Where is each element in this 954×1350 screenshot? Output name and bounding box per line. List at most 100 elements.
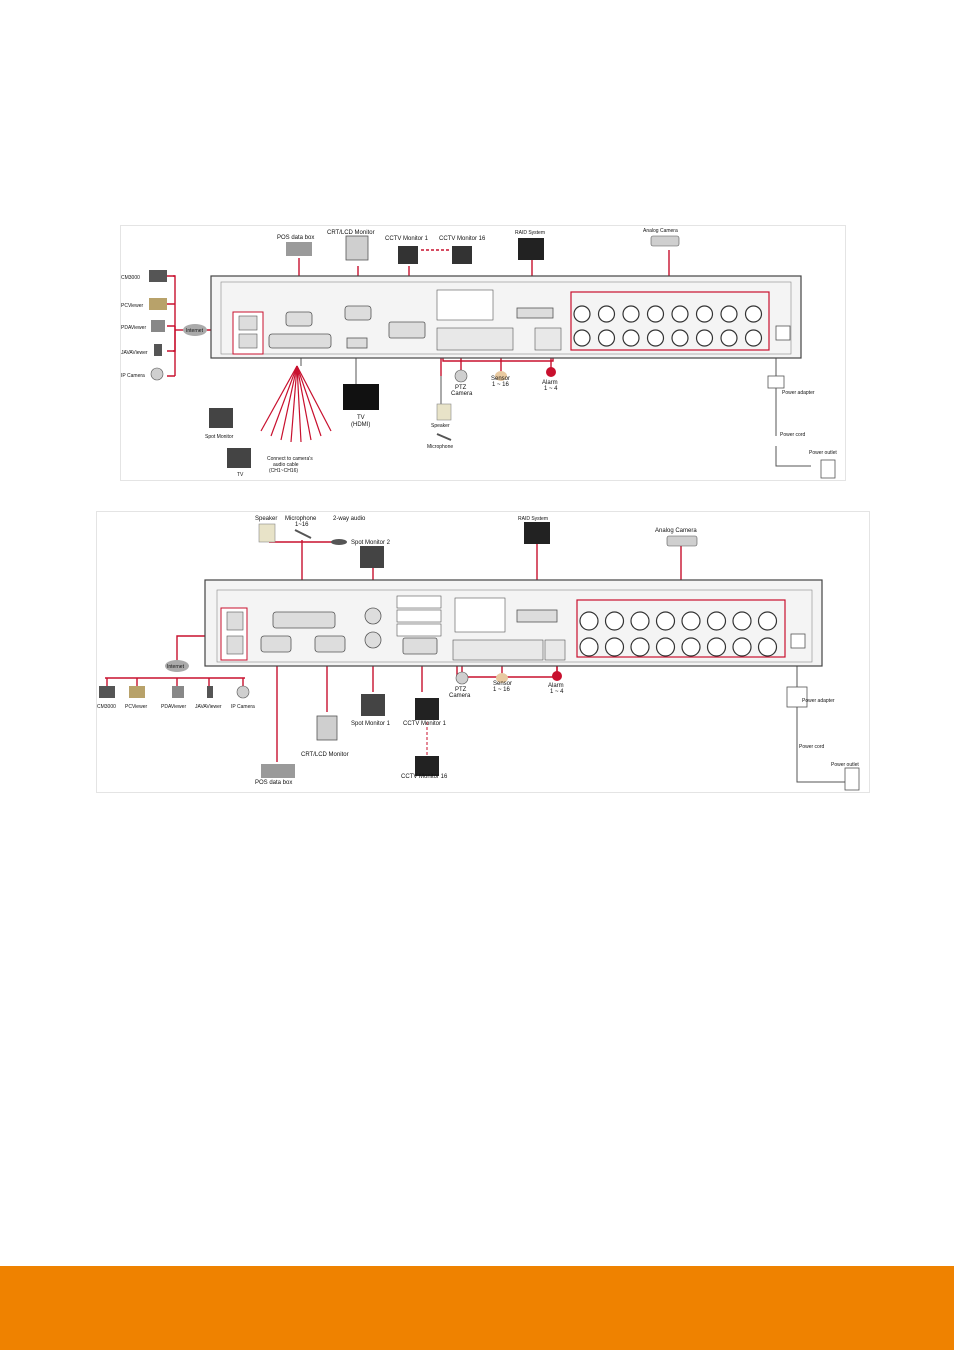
diagram-1-canvas: POS data box CRT/LCD Monitor CCTV Monito… — [121, 228, 837, 479]
spot-monitor-2-icon — [360, 546, 384, 568]
bnc-connector — [695, 329, 714, 347]
alarm-label: Alarm — [548, 683, 564, 689]
tv-label: TV — [357, 415, 365, 421]
cctv-monitor-16-icon — [452, 246, 472, 264]
internet-cloud-icon — [183, 324, 207, 336]
bnc-connector — [579, 611, 599, 631]
bnc-connector — [655, 611, 676, 631]
audio-note-2: audio cable — [273, 462, 299, 468]
pdaviewer-icon — [151, 320, 165, 332]
tv-device-label: TV — [237, 472, 244, 478]
dvr-rear-panel — [204, 579, 823, 667]
bnc-connector — [720, 329, 738, 347]
sensor-label: Sensor — [491, 376, 510, 382]
power-outlet-icon — [844, 767, 860, 791]
two-way-audio-label: 2-way audio — [333, 516, 366, 522]
pcviewer-label: PCViewer — [121, 303, 143, 309]
pos-data-box-label: POS data box — [277, 235, 314, 241]
javaviewer-icon — [207, 686, 213, 698]
bnc-connector — [671, 305, 689, 323]
power-adapter-icon — [786, 686, 808, 708]
bnc-connector — [732, 611, 752, 631]
bnc-connector — [720, 305, 738, 323]
sensor-range-label: 1 ~ 16 — [493, 687, 511, 693]
power-outlet-icon — [820, 459, 836, 479]
internet-label: Internet — [186, 328, 204, 334]
bnc-connector — [646, 305, 665, 323]
bnc-connector — [744, 329, 763, 347]
analog-camera-icon — [650, 235, 680, 247]
cctv-monitor-1-icon — [398, 246, 418, 264]
sensor-range-label: 1 ~ 16 — [492, 382, 510, 388]
speaker-icon — [258, 523, 276, 543]
ptz-camera-label: Camera — [449, 693, 471, 699]
cctv-monitor-16-icon — [415, 756, 439, 776]
bnc-connector — [573, 305, 591, 323]
microphone-icon — [436, 433, 452, 441]
javaviewer-label: JAVAViewer — [195, 704, 222, 710]
cm3000-label: CM3000 — [121, 275, 140, 281]
bnc-connector — [622, 329, 640, 347]
internet-label: Internet — [167, 664, 185, 670]
bnc-connector — [706, 637, 727, 657]
crt-monitor-icon — [316, 715, 338, 741]
raid-system-label: RAID System — [518, 516, 548, 522]
pos-data-box-label: POS data box — [255, 780, 292, 786]
power-outlet-label: Power outlet — [831, 762, 859, 768]
pcviewer-icon — [149, 298, 167, 310]
alarm-icon — [552, 671, 562, 681]
bnc-connector — [630, 637, 650, 657]
bnc-connector — [757, 611, 778, 631]
javaviewer-label: JAVAViewer — [121, 350, 148, 356]
cm3000-icon — [99, 686, 115, 698]
spot-monitor-label: Spot Monitor — [205, 434, 234, 440]
hdmi-label: (HDMI) — [351, 422, 370, 428]
power-adapter-label: Power adapter — [802, 698, 835, 704]
ip-camera-icon — [150, 367, 164, 381]
bnc-connector — [622, 305, 640, 323]
bnc-connector — [695, 305, 714, 323]
power-adapter-icon — [767, 375, 785, 389]
analog-camera-label: Analog Camera — [655, 528, 697, 534]
power-cord-label: Power cord — [799, 744, 825, 750]
pdaviewer-label: PDAViewer — [121, 325, 146, 331]
pos-box-icon — [261, 764, 295, 778]
ptz-label: PTZ — [455, 385, 467, 391]
labels: Speaker Microphone 1~16 2-way audio Spot… — [97, 516, 859, 786]
spot-monitor-1-label: Spot Monitor 1 — [351, 721, 391, 727]
microphone-label: Microphone — [285, 516, 317, 522]
tv-hdmi-icon — [343, 384, 379, 410]
pdaviewer-icon — [172, 686, 184, 698]
bnc-connector — [732, 637, 752, 657]
bnc-connector — [655, 637, 676, 657]
ptz-camera-icon — [455, 671, 469, 685]
cctv-monitor-16-label: CCTV Monitor 16 — [401, 774, 448, 780]
bnc-connector — [597, 329, 616, 347]
bnc-connector — [630, 611, 650, 631]
bnc-connector — [604, 611, 625, 631]
microphone-range-label: 1~16 — [295, 522, 309, 528]
spot-monitor-icon — [209, 408, 233, 428]
power-outlet-label: Power outlet — [809, 450, 837, 456]
bnc-connector — [706, 611, 727, 631]
cctv-monitor-1-label: CCTV Monitor 1 — [403, 721, 447, 727]
bnc-connector — [646, 329, 665, 347]
javaviewer-icon — [154, 344, 162, 356]
spot-monitor-2-label: Spot Monitor 2 — [351, 540, 391, 546]
raid-system-icon — [524, 522, 550, 544]
cctv-monitor-1-label: CCTV Monitor 1 — [385, 236, 429, 242]
sensor-label: Sensor — [493, 681, 512, 687]
ptz-label: PTZ — [455, 687, 467, 693]
pos-box-icon — [286, 242, 312, 256]
bnc-connector — [579, 637, 599, 657]
devices — [99, 522, 860, 791]
crt-monitor-icon — [345, 235, 369, 261]
audio-fan-cable — [260, 365, 332, 443]
two-way-audio-icon — [331, 539, 347, 545]
pcviewer-label: PCViewer — [125, 704, 147, 710]
alarm-range-label: 1 ~ 4 — [550, 689, 564, 695]
connection-diagram-2: Speaker Microphone 1~16 2-way audio Spot… — [96, 511, 870, 793]
ptz-camera-icon — [454, 369, 468, 383]
ip-camera-label: IP Camera — [121, 373, 145, 379]
bnc-connector — [681, 637, 701, 657]
